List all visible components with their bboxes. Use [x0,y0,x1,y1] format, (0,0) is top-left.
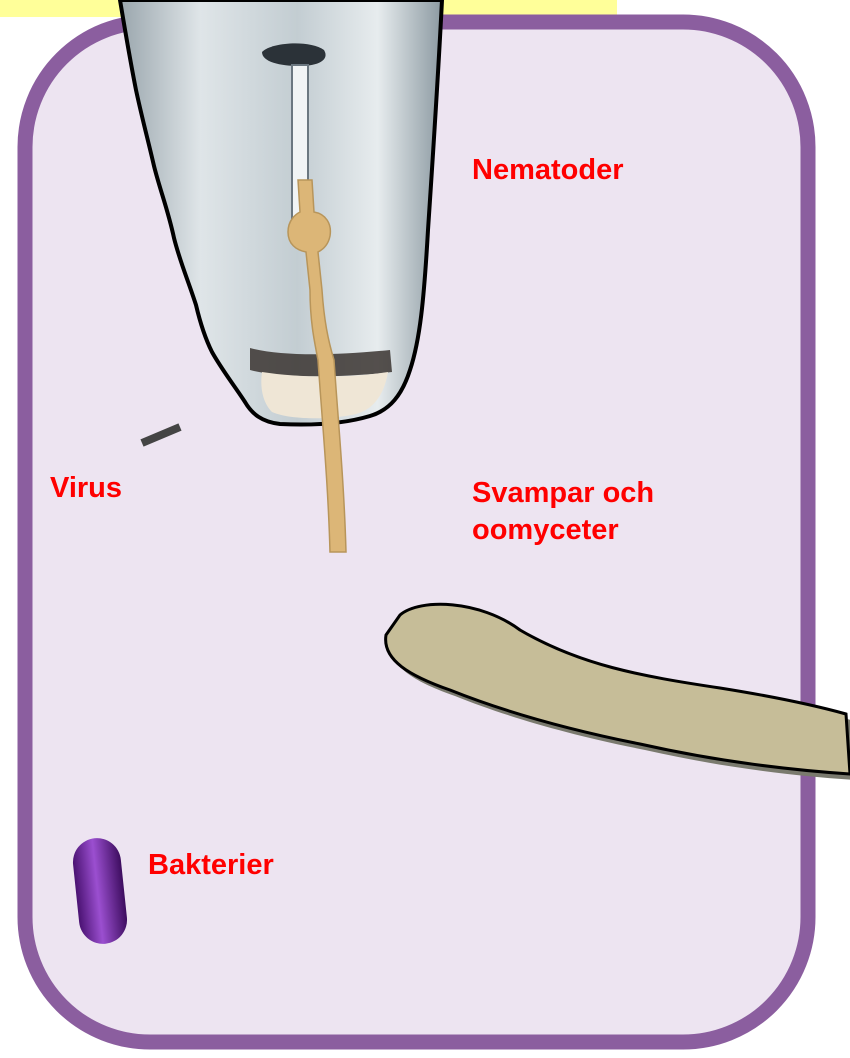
label-svampar-och-oomyceter: Svampar och oomyceter [472,475,654,549]
label-virus: Virus [50,470,122,507]
label-svampar-line1: Svampar och [472,475,654,512]
label-svampar-line2: oomyceter [472,512,654,549]
label-nematoder: Nematoder [472,152,624,189]
label-bakterier: Bakterier [148,847,274,884]
